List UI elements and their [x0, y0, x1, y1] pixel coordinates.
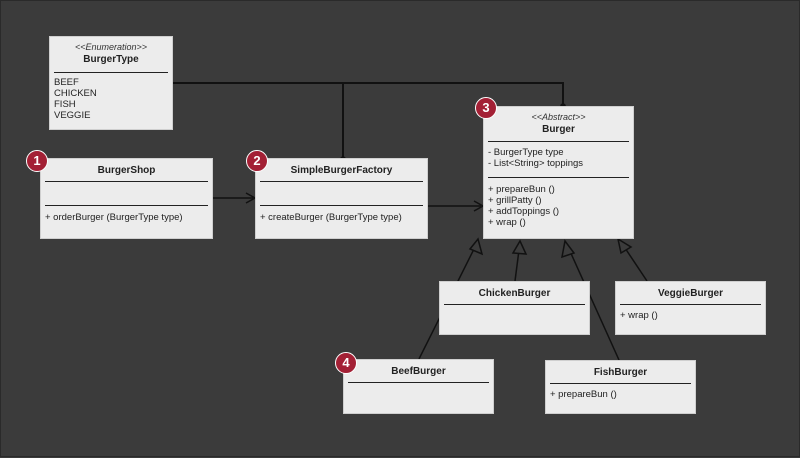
compartment-divider [488, 141, 629, 142]
field: - List<String> toppings [488, 158, 584, 169]
enum-literal: CHICKEN [54, 88, 97, 99]
class-name: BeefBurger [391, 366, 446, 377]
class-burgershop[interactable]: BurgerShop + orderBurger (BurgerType typ… [40, 158, 213, 239]
class-name: ChickenBurger [478, 288, 551, 299]
class-name: Burger [542, 124, 575, 135]
inheritance-line-veggie [624, 247, 648, 282]
method: + wrap () [488, 217, 526, 228]
compartment-divider [488, 177, 629, 178]
class-fishburger[interactable]: FishBurger + prepareBun () [545, 360, 696, 414]
inheritance-arrow-fish [561, 239, 576, 259]
enum-literal: VEGGIE [54, 110, 91, 121]
step-badge-3: 3 [475, 97, 497, 119]
association-line-burgertype-burger [343, 82, 564, 106]
methods: + wrap () [620, 310, 761, 321]
compartment-divider [260, 181, 423, 182]
compartment-divider [348, 382, 489, 383]
class-name: SimpleBurgerFactory [290, 165, 393, 176]
step-badge-4: 4 [335, 352, 357, 374]
method: + wrap () [620, 310, 658, 321]
inheritance-arrow-veggie [616, 237, 633, 255]
fields: - BurgerType type - List<String> topping… [488, 147, 629, 169]
step-badge-2: 2 [246, 150, 268, 172]
compartment-divider [260, 205, 423, 206]
stereotype-label: <<Enumeration>> [74, 42, 148, 52]
method: + orderBurger (BurgerType type) [45, 212, 183, 223]
compartment-divider [45, 181, 208, 182]
compartment-divider [620, 304, 761, 305]
inheritance-line-fish [568, 248, 620, 361]
field: - BurgerType type [488, 147, 564, 158]
class-name: BurgerType [83, 54, 139, 65]
step-badge-1: 1 [26, 150, 48, 172]
class-veggieburger[interactable]: VeggieBurger + wrap () [615, 281, 766, 335]
compartment-divider [45, 205, 208, 206]
methods: + orderBurger (BurgerType type) [45, 212, 208, 223]
compartment-divider [54, 72, 168, 73]
class-beefburger[interactable]: BeefBurger [343, 359, 494, 414]
enum-literal: BEEF [54, 77, 79, 88]
stereotype-label: <<Abstract>> [531, 112, 586, 122]
association-line-burgertype-factory [173, 82, 344, 159]
inheritance-line-chicken [514, 249, 520, 282]
class-name: BurgerShop [97, 165, 156, 176]
inheritance-arrow-beef [468, 237, 484, 256]
enum-literals: BEEF CHICKEN FISH VEGGIE [54, 77, 168, 121]
class-chickenburger[interactable]: ChickenBurger [439, 281, 590, 335]
class-simpleburgerfactory[interactable]: SimpleBurgerFactory + createBurger (Burg… [255, 158, 428, 239]
method: + addToppings () [488, 206, 560, 217]
class-name: FishBurger [593, 367, 648, 378]
class-burger[interactable]: <<Abstract>> Burger - BurgerType type - … [483, 106, 634, 239]
method: + prepareBun () [550, 389, 617, 400]
enum-literal: FISH [54, 99, 76, 110]
method: + createBurger (BurgerType type) [260, 212, 402, 223]
methods: + prepareBun () [550, 389, 691, 400]
inheritance-arrow-chicken [511, 239, 528, 255]
method: + prepareBun () [488, 184, 555, 195]
methods: + createBurger (BurgerType type) [260, 212, 423, 223]
class-burgertype[interactable]: <<Enumeration>> BurgerType BEEF CHICKEN … [49, 36, 173, 130]
compartment-divider [550, 383, 691, 384]
method: + grillPatty () [488, 195, 542, 206]
methods: + prepareBun () + grillPatty () + addTop… [488, 184, 629, 228]
class-name: VeggieBurger [657, 288, 724, 299]
compartment-divider [444, 304, 585, 305]
